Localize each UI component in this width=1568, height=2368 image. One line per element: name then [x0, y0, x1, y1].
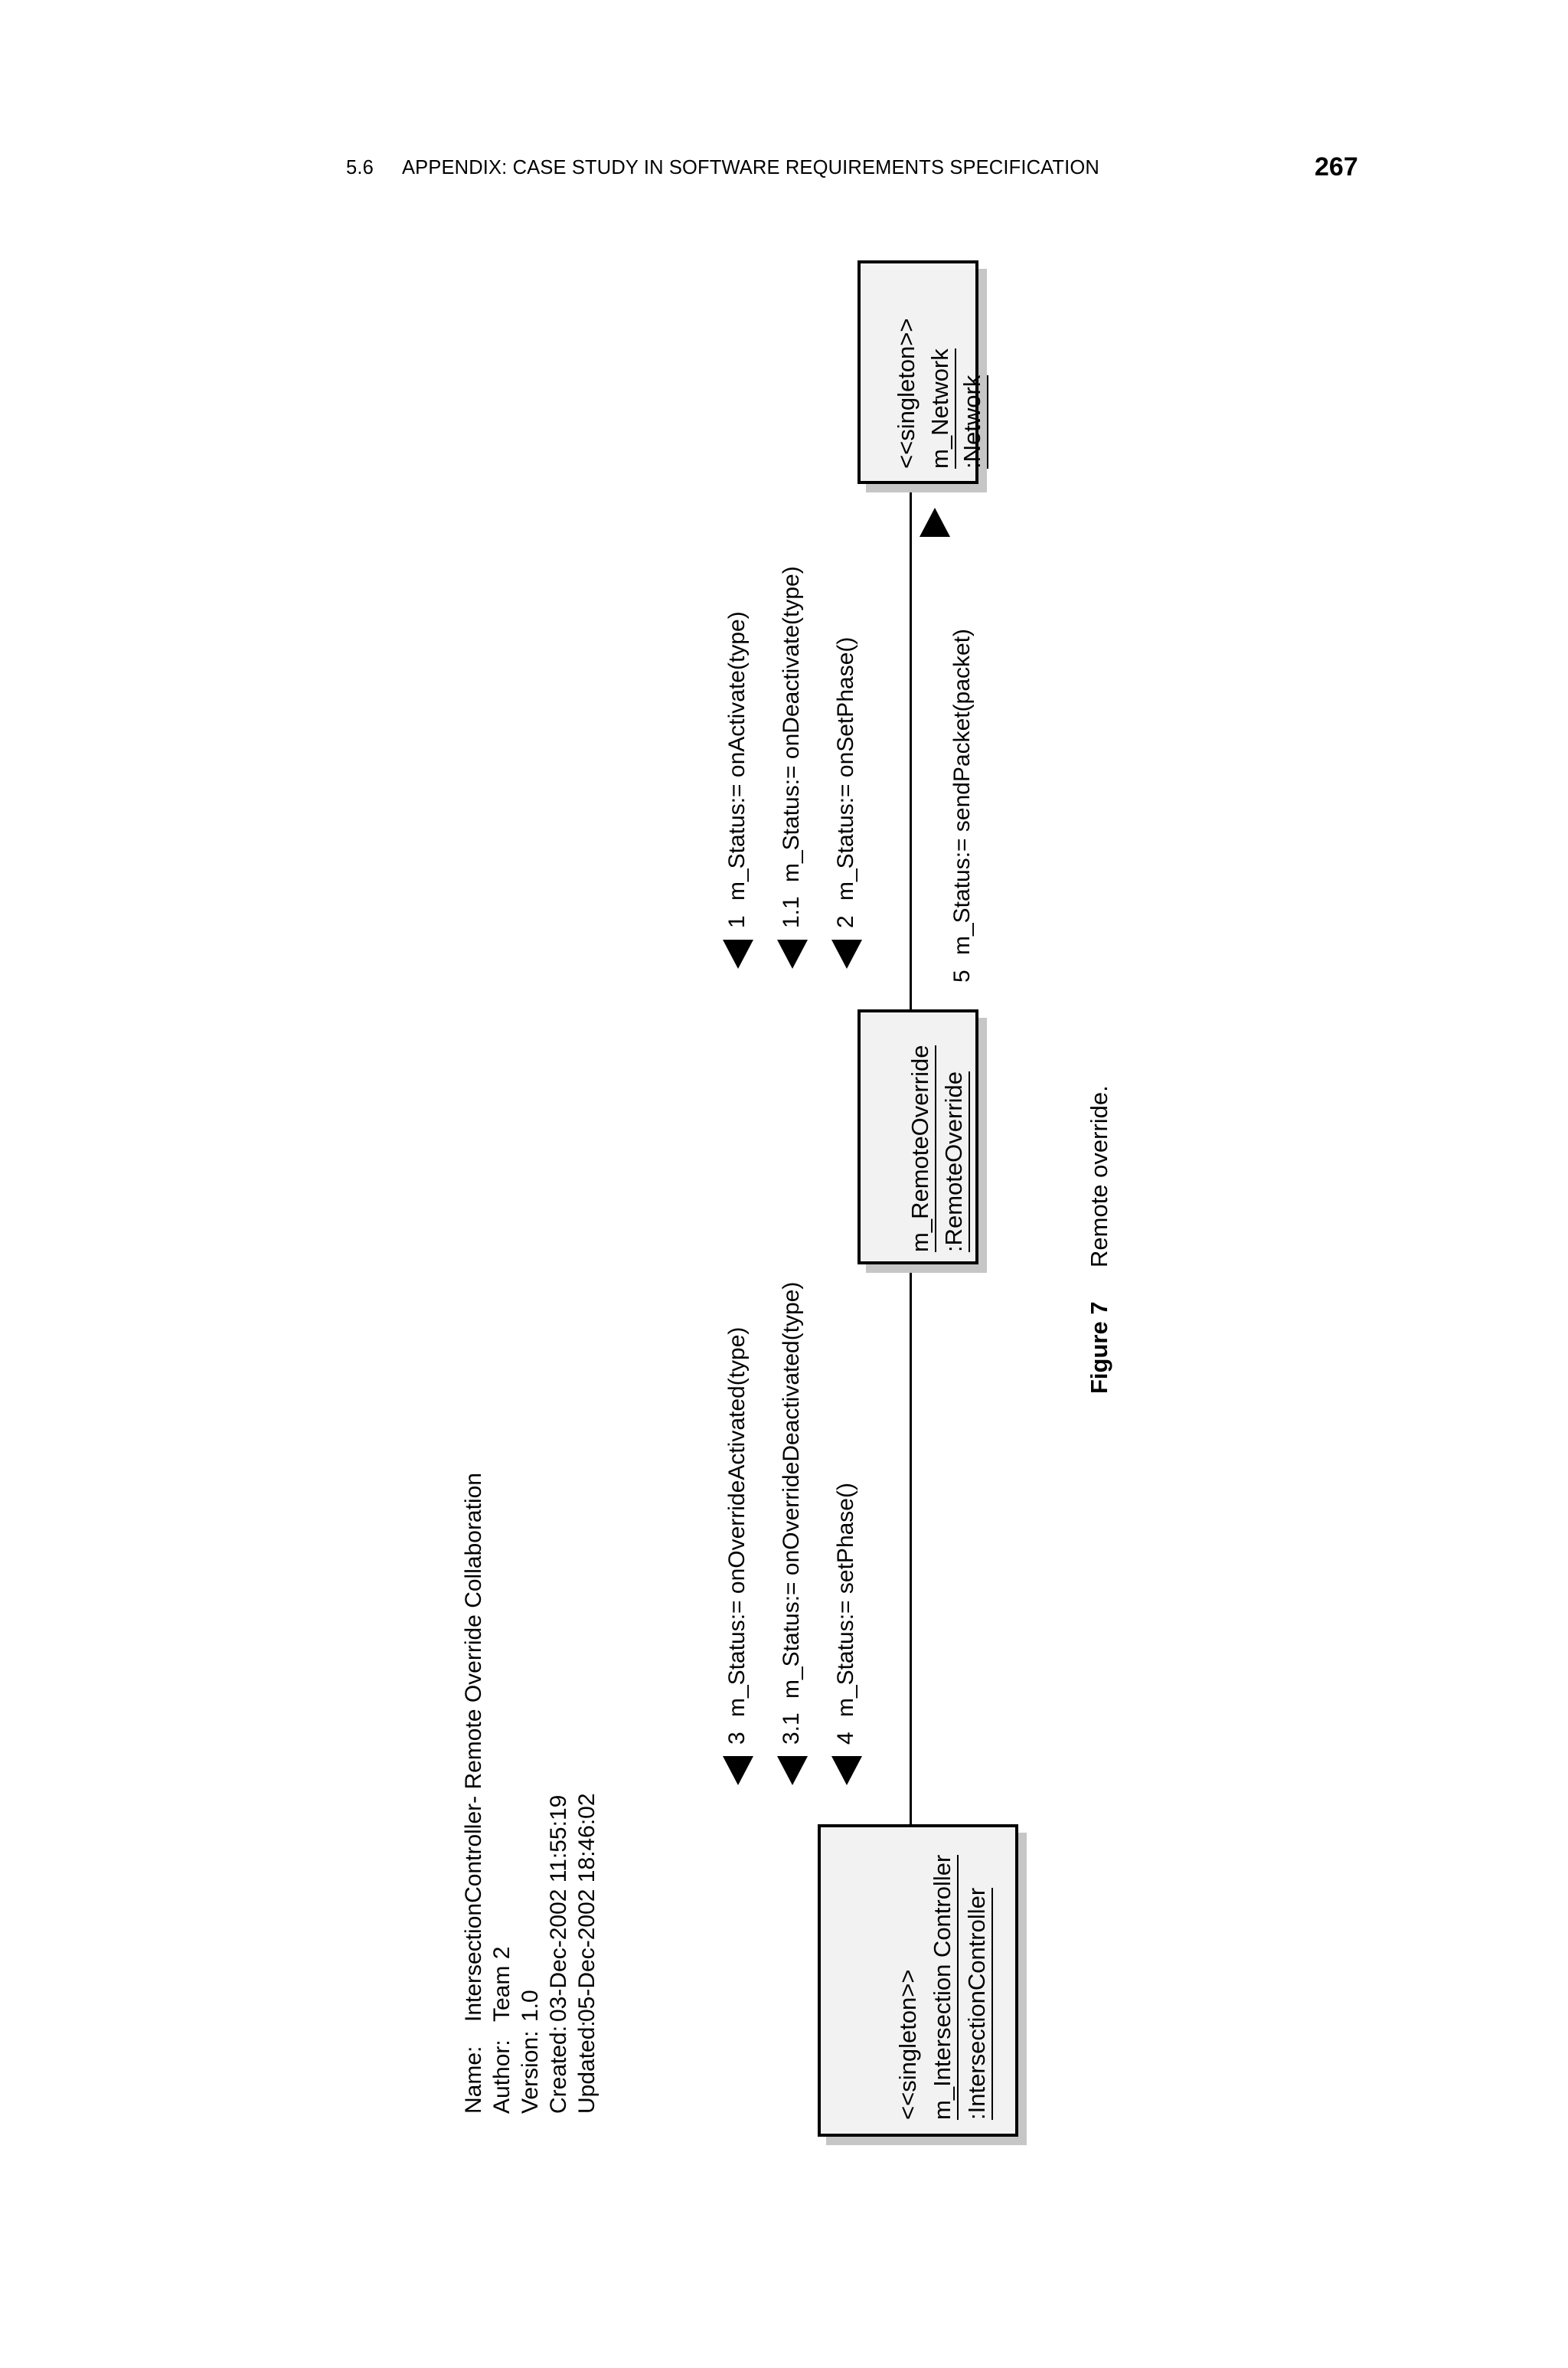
message-arrow-down-icon — [723, 940, 753, 969]
running-head: 5.6 APPENDIX: CASE STUDY IN SOFTWARE REQ… — [0, 152, 1568, 195]
metadata-name-label: Name: — [461, 2046, 486, 2114]
message-1-sequence: 1 — [724, 915, 750, 928]
association-line-remoteoverride-intersectioncontroller — [910, 1264, 912, 1827]
running-head-section-number: 5.6 — [346, 157, 374, 178]
message-4-text: m_Status:= setPhase() — [833, 1483, 858, 1717]
metadata-updated-label: Updated: — [574, 2020, 599, 2114]
message-arrow-down-icon — [831, 1756, 862, 1785]
caption-figure-number: Figure 7 — [1086, 1301, 1112, 1394]
message-3-1-text: m_Status:= onOverrideDeactivated(type) — [779, 1281, 804, 1699]
metadata-author-value: Team 2 — [489, 1946, 514, 2022]
message-1-text: m_Status:= onActivate(type) — [724, 611, 750, 901]
metadata-created-label: Created: — [546, 2025, 571, 2114]
message-5-sequence: 5 — [949, 970, 975, 983]
object-box-network[interactable]: <<singleton>> m_Network :Network — [858, 260, 988, 484]
object-intersectioncontroller-class-name: :IntersectionController — [963, 1887, 993, 2120]
metadata-updated-value: 05-Dec-2002 18:46:02 — [574, 1793, 599, 2022]
running-head-title: APPENDIX: CASE STUDY IN SOFTWARE REQUIRE… — [402, 157, 1099, 178]
object-remoteoverride-role-name: m_RemoteOverride — [906, 1045, 936, 1252]
message-arrow-down-icon — [831, 940, 862, 969]
message-5-text: m_Status:= sendPacket(packet) — [949, 628, 975, 955]
message-1-1-text: m_Status:= onDeactivate(type) — [779, 566, 804, 882]
metadata-version-value: 1.0 — [518, 1990, 543, 2022]
message-4-sequence: 4 — [833, 1732, 858, 1745]
message-arrow-up-icon — [920, 508, 950, 537]
object-network-class-name: :Network — [959, 374, 988, 469]
object-intersectioncontroller-role-name: m_Intersection Controller — [929, 1854, 959, 2120]
object-box-remote-override[interactable]: m_RemoteOverride :RemoteOverride — [858, 1009, 978, 1264]
metadata-name-value: IntersectionController- Remote Override … — [461, 1473, 486, 2022]
message-arrow-down-icon — [723, 1756, 753, 1785]
page-number: 267 — [1315, 152, 1358, 182]
object-remoteoverride-class-name: :RemoteOverride — [940, 1071, 970, 1252]
object-box-intersection-controller[interactable]: <<singleton>> m_Intersection Controller … — [818, 1824, 1018, 2137]
message-3-sequence: 3 — [724, 1732, 750, 1745]
caption-text: Remote override. — [1086, 1085, 1112, 1267]
association-line-network-remoteoverride — [910, 482, 912, 1011]
message-2-sequence: 2 — [833, 915, 858, 928]
object-network-stereotype: <<singleton>> — [893, 318, 920, 469]
object-intersectioncontroller-stereotype: <<singleton>> — [894, 1969, 921, 2120]
message-2-text: m_Status:= onSetPhase() — [833, 636, 858, 901]
message-arrow-down-icon — [777, 1756, 808, 1785]
metadata-version-label: Version: — [518, 2030, 543, 2114]
metadata-created-value: 03-Dec-2002 11:55:19 — [546, 1794, 571, 2022]
message-3-1-sequence: 3.1 — [779, 1712, 804, 1745]
message-arrow-down-icon — [777, 940, 808, 969]
metadata-author-label: Author: — [489, 2039, 514, 2114]
object-network-role-name: m_Network — [926, 348, 956, 469]
message-3-text: m_Status:= onOverrideActivated(type) — [724, 1326, 750, 1717]
message-1-1-sequence: 1.1 — [779, 896, 804, 928]
